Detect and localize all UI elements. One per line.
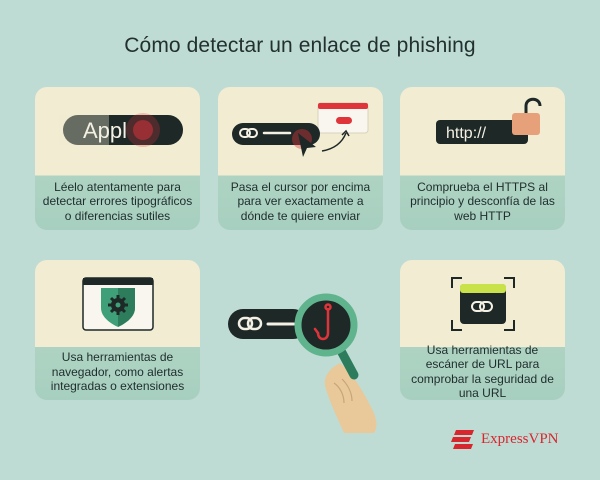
scanner-illustration — [400, 260, 565, 347]
page-title: Cómo detectar un enlace de phishing — [124, 34, 476, 57]
tip-caption: Pasa el cursor por encima para ver exact… — [230, 179, 371, 223]
typo-illustration: Appl — [35, 87, 200, 176]
scan-frame-icon — [451, 277, 515, 331]
shield-gear-icon — [101, 288, 135, 327]
link-icon — [471, 301, 493, 312]
link-icon — [239, 128, 258, 138]
https-illustration: http:// — [400, 87, 565, 176]
tip-card-read: Appl Léelo atentamente para detectar err… — [35, 87, 200, 230]
brand-name: ExpressVPN — [481, 430, 559, 447]
expressvpn-logo-icon — [451, 430, 474, 449]
tip-card-https: http:// Comprueba el HTTPS al principio … — [400, 87, 565, 230]
phishing-illustration — [222, 285, 382, 435]
link-icon — [237, 316, 263, 331]
fishhook-icon — [313, 303, 332, 341]
protocol-text: http:// — [446, 125, 487, 142]
hover-illustration — [218, 87, 383, 176]
tip-card-browser: Usa herramientas de navegador, como aler… — [35, 260, 200, 400]
cursor-icon — [298, 133, 316, 157]
tip-card-hover: Pasa el cursor por encima para ver exact… — [218, 87, 383, 230]
tip-caption: Léelo atentamente para detectar errores … — [42, 179, 193, 223]
typo-text: Appl — [83, 118, 127, 143]
tip-card-scanner: Usa herramientas de escáner de URL para … — [400, 260, 565, 400]
tip-caption: Usa herramientas de navegador, como aler… — [50, 350, 185, 394]
expressvpn-logo: ExpressVPN — [450, 428, 559, 450]
tip-caption: Usa herramientas de escáner de URL para … — [411, 342, 554, 400]
hand-icon — [324, 363, 377, 433]
padlock-icon — [512, 97, 542, 135]
tip-caption: Comprueba el HTTPS al principio y descon… — [410, 179, 555, 223]
magnifier-icon — [294, 293, 359, 380]
browser-illustration — [35, 260, 200, 347]
